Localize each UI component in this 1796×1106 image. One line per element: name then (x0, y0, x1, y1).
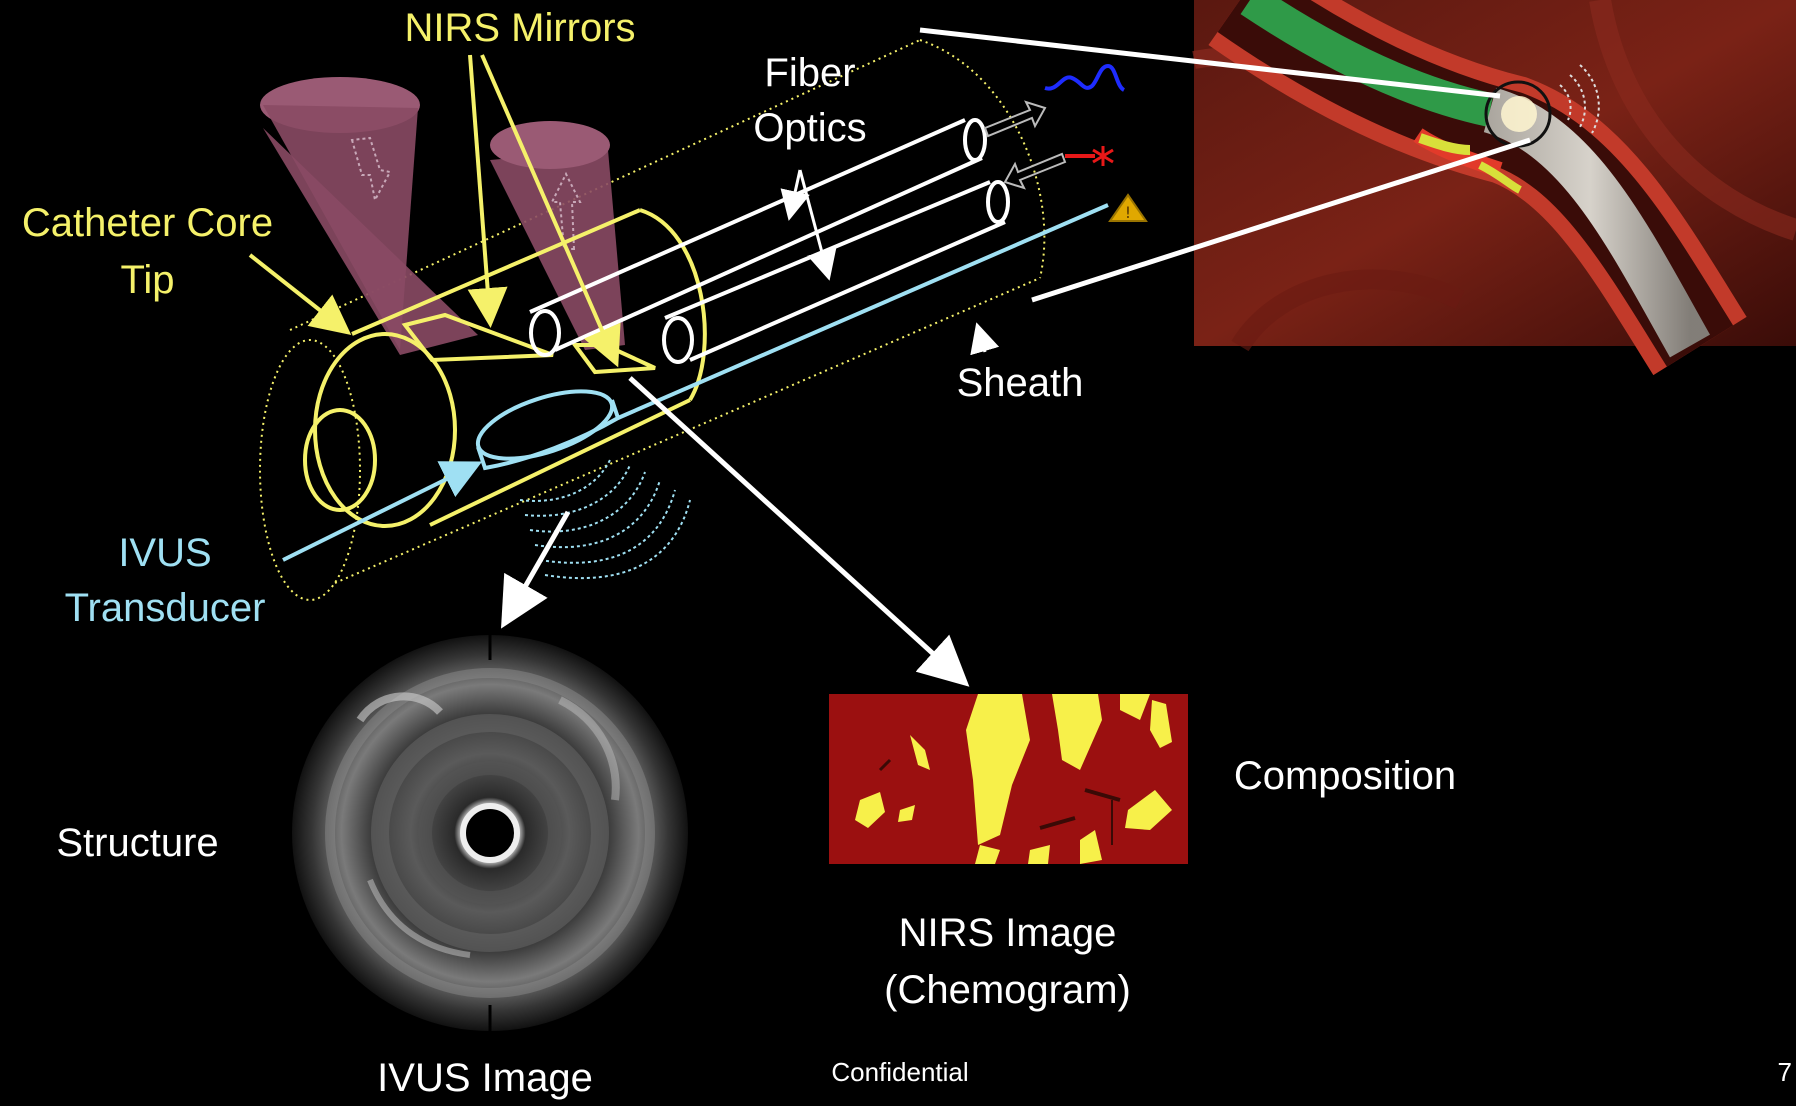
fiber-optics-label-line1: Fiber (730, 45, 890, 101)
nirs-image-label-line2: (Chemogram) (860, 962, 1155, 1018)
warning-icon: ! (1110, 195, 1146, 222)
svg-text:!: ! (1125, 203, 1131, 222)
ivus-label-line2: Transducer (50, 580, 280, 636)
ivus-image (292, 635, 688, 1031)
nirs-chemogram (829, 694, 1188, 864)
ivus-label-line1: IVUS (50, 525, 280, 581)
ultrasound-waves (520, 460, 690, 578)
footer-confidential: Confidential (800, 1057, 1000, 1087)
structure-label: Structure (35, 815, 240, 871)
catheter-core-label-line1: Catheter Core (0, 195, 295, 251)
nirs-light-cones (260, 77, 625, 355)
artery-illustration (1194, 0, 1796, 346)
catheter-core-label-line2: Tip (0, 252, 295, 308)
nirs-mirrors-label: NIRS Mirrors (380, 0, 660, 56)
fiber-optics-label-line2: Optics (730, 100, 890, 156)
sheath-label: Sheath (940, 355, 1100, 411)
composition-label: Composition (1210, 748, 1480, 804)
spectrum-signal-icon (1045, 66, 1124, 90)
nirs-image-label-line1: NIRS Image (860, 905, 1155, 961)
fiber-signal-arrows (985, 102, 1065, 188)
laser-source-icon (1065, 146, 1113, 166)
ivus-image-label: IVUS Image (350, 1050, 620, 1106)
page-number: 7 (1752, 1057, 1792, 1087)
